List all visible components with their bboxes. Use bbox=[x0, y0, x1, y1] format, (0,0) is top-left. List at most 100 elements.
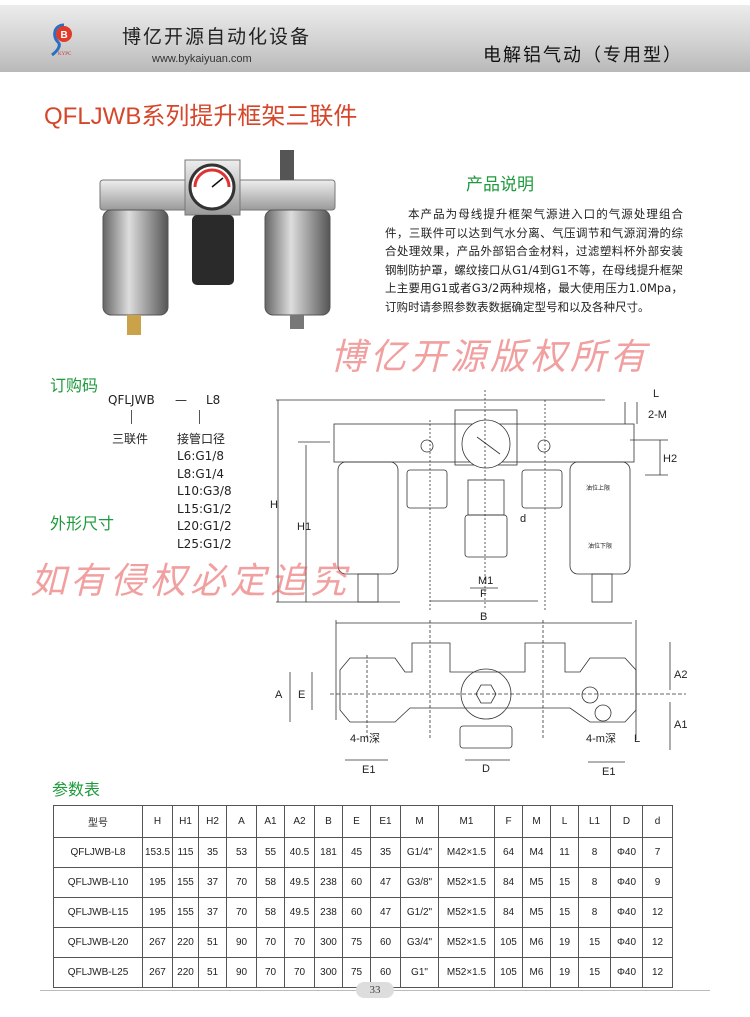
table-cell: 55 bbox=[256, 837, 285, 868]
svg-text:B: B bbox=[61, 30, 68, 41]
dim-label-E: E bbox=[298, 689, 305, 701]
column-header: L bbox=[550, 805, 579, 838]
table-cell: QFLJWB-L15 bbox=[53, 897, 143, 928]
table-cell: 195 bbox=[142, 897, 173, 928]
table-cell: 60 bbox=[370, 927, 401, 958]
table-cell: 19 bbox=[550, 927, 579, 958]
column-header: E1 bbox=[370, 805, 401, 838]
description-text: 本产品为母线提升框架气源进入口的气源处理组合件，三联件可以达到气水分离、气压调节… bbox=[385, 207, 683, 314]
column-header: D bbox=[610, 805, 643, 838]
dim-label-A: A bbox=[275, 689, 283, 701]
dim-label-H: H bbox=[270, 499, 278, 511]
table-cell: 153.5 bbox=[142, 837, 173, 868]
table-cell: 47 bbox=[370, 897, 401, 928]
table-cell: 70 bbox=[284, 927, 315, 958]
series-label: 三联件 bbox=[112, 432, 149, 446]
column-header: A bbox=[226, 805, 257, 838]
table-cell: 70 bbox=[284, 957, 315, 988]
table-cell: 12 bbox=[642, 957, 673, 988]
column-header: B bbox=[314, 805, 343, 838]
table-cell: 45 bbox=[342, 837, 371, 868]
code-option: L20:G1/2 bbox=[177, 519, 232, 533]
oil-level-bottom: 油位下限 bbox=[588, 542, 612, 550]
top-view-drawing: B A E A2 A1 D E1 E1 4-m深 4-m深 L bbox=[275, 611, 687, 778]
table-cell: 8 bbox=[578, 897, 611, 928]
table-cell: 58 bbox=[256, 867, 285, 898]
table-cell: Φ40 bbox=[610, 927, 643, 958]
table-cell: QFLJWB-L8 bbox=[53, 837, 143, 868]
table-cell: 60 bbox=[342, 867, 371, 898]
front-view-drawing: H H1 H2 L 2-M M1 F d 油位上限 油位下限 bbox=[270, 388, 677, 610]
table-cell: 58 bbox=[256, 897, 285, 928]
table-cell: 90 bbox=[226, 927, 257, 958]
table-cell: 47 bbox=[370, 867, 401, 898]
company-website: www.bykaiyuan.com bbox=[152, 53, 252, 65]
table-cell: 220 bbox=[172, 927, 199, 958]
company-logo: B KYPC bbox=[51, 23, 72, 57]
table-cell: 181 bbox=[314, 837, 343, 868]
dim-label-B: B bbox=[480, 611, 487, 623]
table-cell: M42×1.5 bbox=[438, 837, 495, 868]
table-cell: Φ40 bbox=[610, 957, 643, 988]
dim-label-2M: 2-M bbox=[648, 409, 667, 421]
table-cell: 70 bbox=[226, 867, 257, 898]
watermark-line1: 博亿开源版权所有 bbox=[330, 337, 651, 378]
table-cell: 15 bbox=[550, 867, 579, 898]
column-header: F bbox=[494, 805, 523, 838]
dim-label-M1: M1 bbox=[478, 575, 493, 587]
table-cell: 19 bbox=[550, 957, 579, 988]
table-cell: 15 bbox=[578, 957, 611, 988]
table-cell: 64 bbox=[494, 837, 523, 868]
column-header: M1 bbox=[438, 805, 495, 838]
table-cell: Φ40 bbox=[610, 867, 643, 898]
table-cell: M52×1.5 bbox=[438, 927, 495, 958]
code-option: L6:G1/8 bbox=[177, 449, 224, 463]
column-header: M bbox=[522, 805, 551, 838]
table-cell: Φ40 bbox=[610, 897, 643, 928]
table-cell: G1/2" bbox=[400, 897, 439, 928]
table-cell: QFLJWB-L25 bbox=[53, 957, 143, 988]
table-cell: 84 bbox=[494, 897, 523, 928]
column-header: A1 bbox=[256, 805, 285, 838]
dim-label-L: L bbox=[634, 733, 640, 745]
code-option: L10:G3/8 bbox=[177, 484, 232, 498]
code-option: L8:G1/4 bbox=[177, 466, 224, 481]
dim-label-d: d bbox=[520, 513, 526, 525]
table-cell: 12 bbox=[642, 897, 673, 928]
table-cell: 15 bbox=[550, 897, 579, 928]
column-header: 型号 bbox=[53, 805, 143, 838]
table-cell: 51 bbox=[198, 957, 227, 988]
table-cell: 40.5 bbox=[284, 837, 315, 868]
table-cell: 238 bbox=[314, 897, 343, 928]
order-series: QFLJWB bbox=[108, 393, 155, 407]
table-cell: 75 bbox=[342, 927, 371, 958]
table-cell: 155 bbox=[172, 867, 199, 898]
dim-label-F: F bbox=[480, 588, 487, 600]
column-header: H2 bbox=[198, 805, 227, 838]
table-cell: 115 bbox=[172, 837, 199, 868]
dimensions-heading: 外形尺寸 bbox=[50, 514, 115, 533]
table-cell: 11 bbox=[550, 837, 579, 868]
code-label: 接管口径 bbox=[177, 432, 226, 446]
order-dash: — bbox=[175, 393, 187, 407]
table-cell: 49.5 bbox=[284, 867, 315, 898]
table-cell: 300 bbox=[314, 957, 343, 988]
table-cell: 35 bbox=[370, 837, 401, 868]
table-cell: 155 bbox=[172, 897, 199, 928]
table-cell: 70 bbox=[226, 897, 257, 928]
table-cell: M6 bbox=[522, 957, 551, 988]
table-cell: 105 bbox=[494, 957, 523, 988]
table-cell: 300 bbox=[314, 927, 343, 958]
column-header: d bbox=[642, 805, 673, 838]
svg-text:KYPC: KYPC bbox=[58, 52, 72, 57]
code-option: L15:G1/2 bbox=[177, 501, 232, 516]
table-cell: M52×1.5 bbox=[438, 957, 495, 988]
code-option: L25:G1/2 bbox=[177, 536, 232, 551]
table-cell: 238 bbox=[314, 867, 343, 898]
table-cell: 12 bbox=[642, 927, 673, 958]
dim-label-L: L bbox=[653, 388, 659, 400]
